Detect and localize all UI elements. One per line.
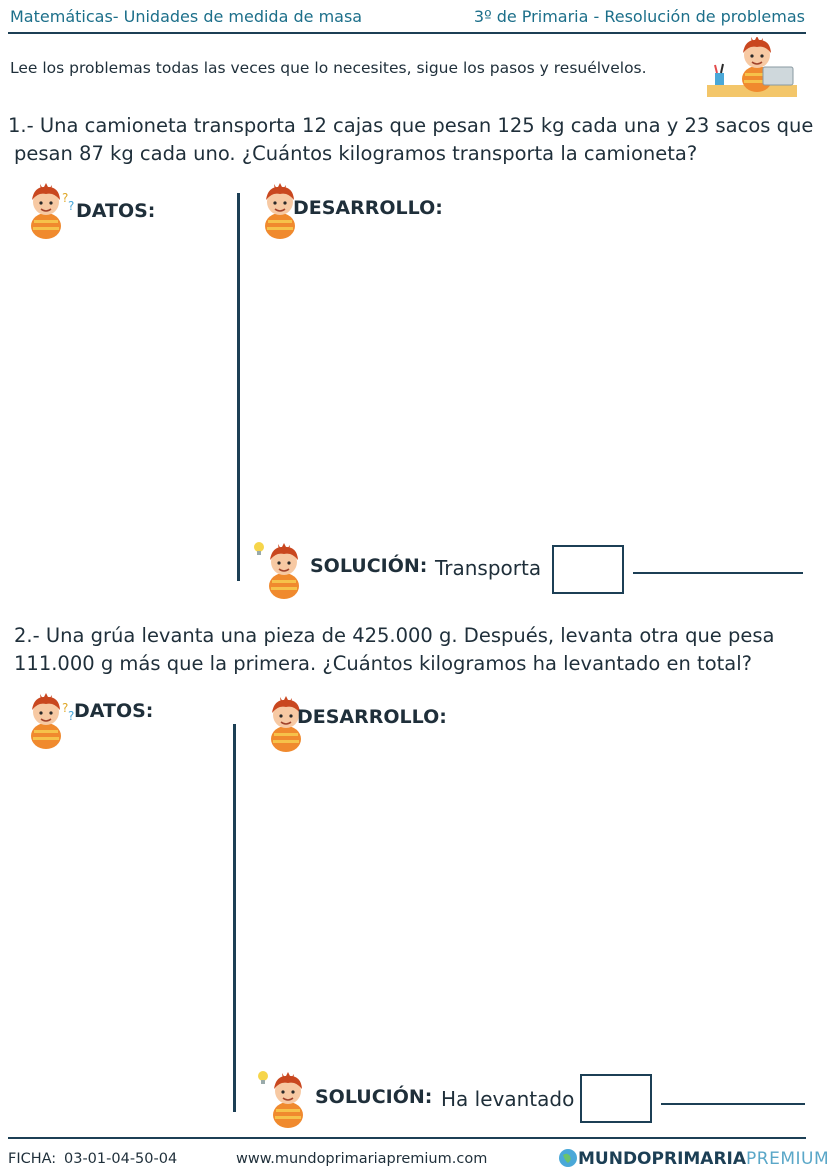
answer-box[interactable]: [580, 1074, 652, 1123]
answer-unit-line[interactable]: [661, 1103, 805, 1105]
instructions: Lee los problemas todas las veces que lo…: [10, 59, 647, 77]
datos-label: DATOS:: [76, 200, 156, 222]
problem-2-line-2: 111.000 g más que la primera. ¿Cuántos k…: [14, 652, 753, 675]
svg-text:?: ?: [62, 701, 68, 715]
header-level: 3º de Primaria - Resolución de problemas: [473, 7, 805, 26]
ficha-label: FICHA:: [8, 1151, 57, 1167]
thinking-kid-icon: ? ?: [30, 182, 74, 240]
thinking-kid-icon: ? ?: [30, 692, 74, 750]
divider-line: [233, 724, 236, 1112]
desarrollo-label: DESARROLLO:: [297, 706, 447, 728]
answer-box[interactable]: [552, 545, 624, 594]
header-rule: [8, 32, 806, 34]
brand-mundo: MUNDO: [578, 1149, 652, 1169]
footer-rule: [8, 1137, 806, 1139]
solucion-label: SOLUCIÓN:: [315, 1086, 433, 1108]
problem-2-line-1: 2.- Una grúa levanta una pieza de 425.00…: [14, 624, 775, 647]
desarrollo-label: DESARROLLO:: [293, 197, 443, 219]
problem-1-line-2: pesan 87 kg cada uno. ¿Cuántos kilogramo…: [14, 142, 698, 165]
brand-premium: PREMIUM: [746, 1149, 829, 1169]
solucion-label: SOLUCIÓN:: [310, 555, 428, 577]
brand-logo: MUNDOPRIMARIAPREMIUM: [558, 1148, 829, 1169]
idea-kid-icon: [254, 542, 300, 600]
idea-kid-icon: [258, 1071, 304, 1129]
answer-prefix: Transporta: [435, 556, 542, 580]
svg-text:?: ?: [62, 191, 68, 205]
brand-primaria: PRIMARIA: [651, 1149, 747, 1169]
kid-at-desk-illustration: [707, 37, 797, 97]
svg-text:?: ?: [68, 199, 74, 213]
datos-label: DATOS:: [74, 700, 154, 722]
answer-prefix: Ha levantado: [441, 1087, 575, 1111]
header-subject: Matemáticas- Unidades de medida de masa: [10, 7, 363, 26]
svg-text:?: ?: [68, 709, 74, 723]
ficha-code: 03-01-04-50-04: [64, 1151, 178, 1167]
problem-1-line-1: 1.- Una camioneta transporta 12 cajas qu…: [8, 114, 814, 137]
website-link[interactable]: www.mundoprimariapremium.com: [236, 1151, 488, 1167]
divider-line: [237, 193, 240, 581]
globe-icon: [559, 1149, 577, 1167]
answer-unit-line[interactable]: [633, 572, 803, 574]
